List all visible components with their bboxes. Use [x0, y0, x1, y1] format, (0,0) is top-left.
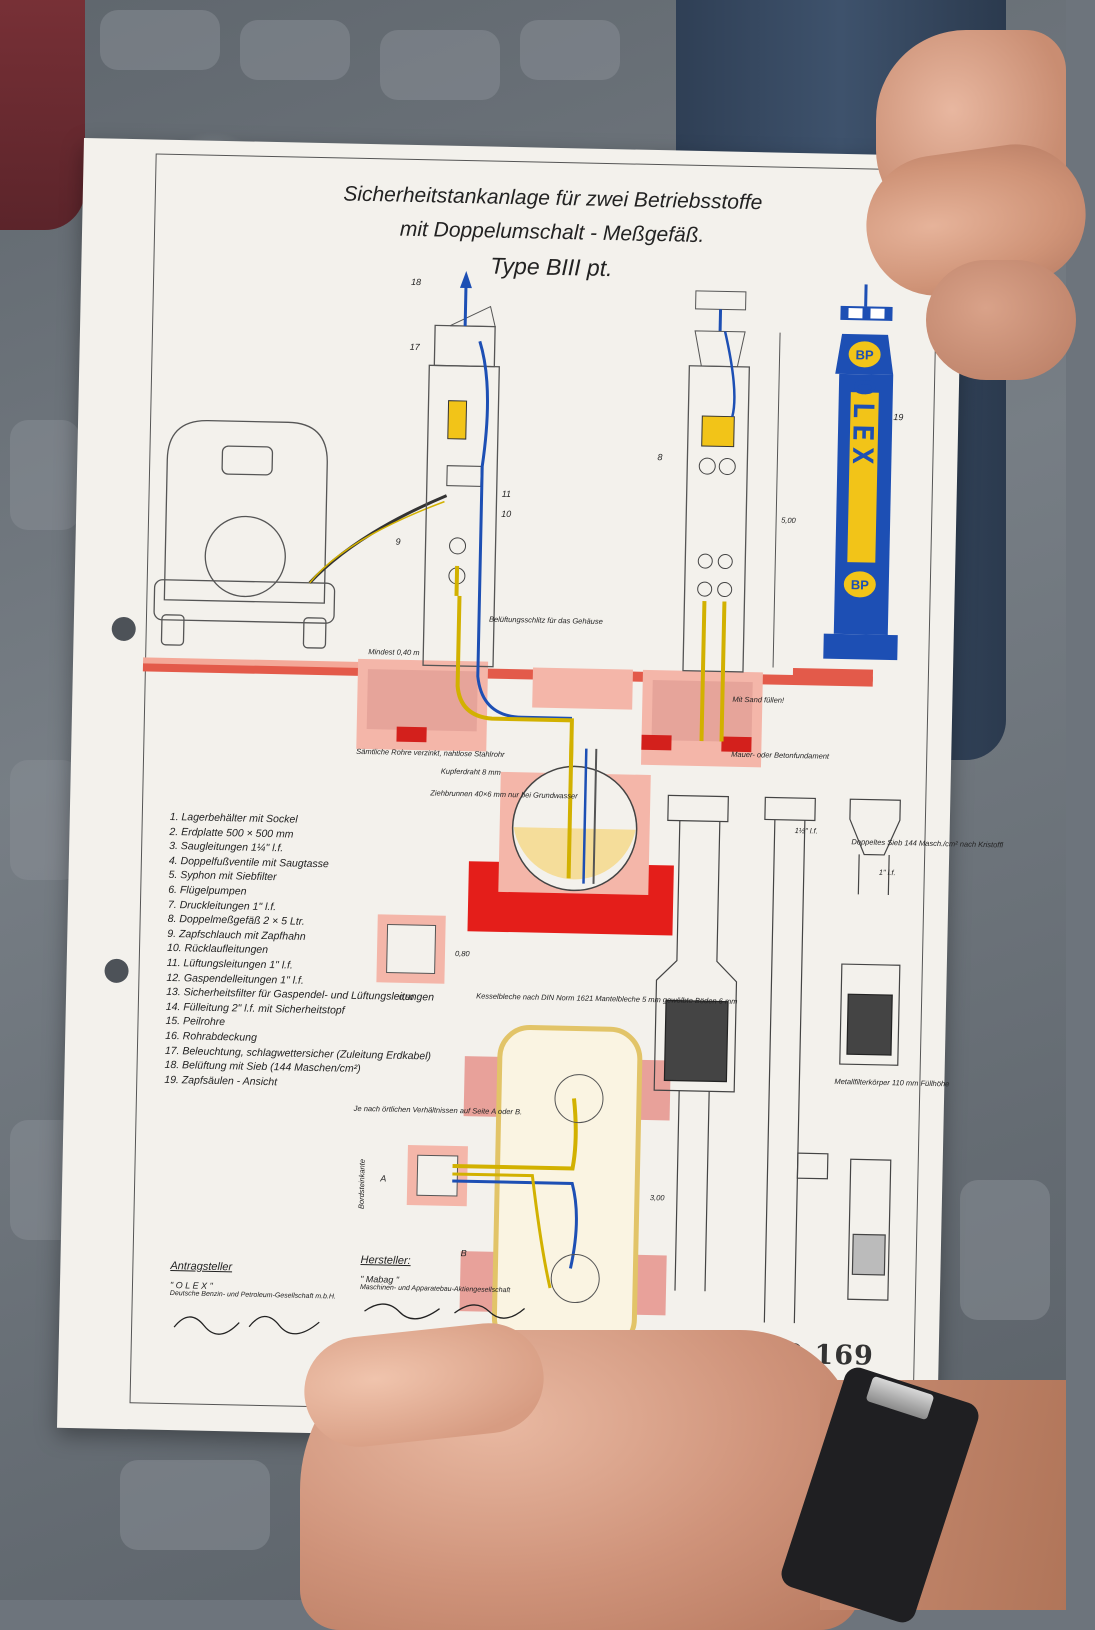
paving-stone — [960, 1180, 1050, 1320]
dim-1-5-inch: 1½" l.f. — [795, 826, 818, 835]
olex-pump-sign: BP BP OLEX — [823, 284, 905, 660]
olex-brand-text: OLEX — [846, 378, 881, 470]
dim-3-00: 3,00 — [650, 1193, 666, 1202]
min-depth-note: Mindest 0,40 m — [368, 647, 419, 657]
paving-stone — [120, 1460, 270, 1550]
punch-hole — [104, 959, 128, 983]
sign-base — [793, 668, 873, 682]
pipes-note: Sämtliche Rohre verzinkt, nahtlose Stahl… — [356, 747, 505, 759]
copper-note: Kupferdraht 8 mm — [441, 767, 501, 777]
paving-stone — [100, 10, 220, 70]
foundation-footing — [641, 735, 671, 751]
foundation-footing — [396, 727, 426, 743]
label-8: 8 — [657, 452, 662, 462]
bp-logo-top: BP — [855, 347, 874, 362]
gas-pendel-note: Doppeltes Sieb 144 Masch./cm² nach Krist… — [851, 837, 1003, 849]
dim-5-00: 5,00 — [781, 516, 797, 525]
right-hand-finger — [926, 260, 1076, 380]
dim-0-80: 0,80 — [455, 949, 471, 958]
manufacturer-title: Hersteller: — [360, 1254, 550, 1270]
applicant-block: Antragsteller " O L E X " Deutsche Benzi… — [169, 1260, 371, 1346]
car-rear-view — [153, 420, 338, 649]
paving-stone — [10, 420, 80, 530]
dim-1-inch: 1" l.f. — [879, 868, 896, 877]
label-10: 10 — [501, 509, 511, 519]
side-label-a: A — [379, 1173, 386, 1183]
detail-drawings — [649, 795, 903, 1325]
label-11: 11 — [502, 489, 512, 499]
label-18: 18 — [411, 277, 421, 287]
label-17: 17 — [410, 342, 421, 352]
label-19: 19 — [893, 412, 903, 422]
manufacturer-block: Hersteller: " Mabag " Maschinen- und App… — [359, 1254, 550, 1330]
road-edge-note: Bordsteinkante — [357, 1159, 367, 1209]
paving-stone — [240, 20, 350, 80]
paving-stone — [380, 30, 500, 100]
red-shoe — [0, 0, 85, 230]
earth-note: Ziehbrunnen 40×6 mm nur bei Grundwasser — [429, 788, 578, 800]
vent-slot-note: Belüftungsschlitz für das Gehäuse — [489, 615, 603, 626]
technical-drawing-sheet: Sicherheitstankanlage für zwei Betriebss… — [57, 138, 964, 1446]
label-9: 9 — [396, 537, 401, 547]
tank-material-note: Kesselbleche nach DIN Norm 1621 Mantelbl… — [476, 991, 738, 1005]
punch-hole — [111, 617, 135, 641]
fill-sand-note: Mit Sand füllen! — [732, 695, 785, 705]
fuel-hose-highlight — [310, 499, 445, 586]
bp-logo-bottom: BP — [851, 577, 870, 592]
manhole-foundation — [532, 668, 633, 710]
applicant-signature — [169, 1297, 340, 1341]
storage-tank — [467, 736, 676, 935]
paving-stone — [520, 20, 620, 80]
filter-body-note: Metallfilterkörper 110 mm Füllhöhe — [834, 1077, 949, 1088]
manufacturer-signature — [359, 1291, 530, 1325]
